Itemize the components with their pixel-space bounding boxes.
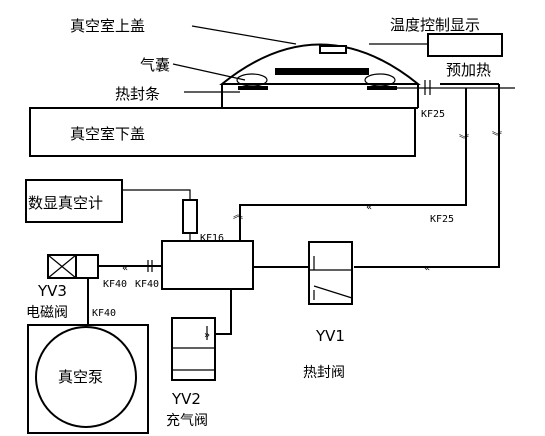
- airbag-left: [236, 73, 268, 90]
- yv3-solenoid-valve: [47, 254, 99, 279]
- label-yv3-tag: YV3: [37, 282, 67, 300]
- digital-vacuum-gauge: [25, 179, 123, 223]
- flow-arrow: ︽: [233, 210, 243, 221]
- pipe-kf25-mid: [239, 88, 467, 240]
- label-preheat: 预加热: [446, 61, 491, 79]
- leader-upper-lid: [191, 25, 297, 45]
- label-yv1-tag: YV1: [315, 327, 345, 345]
- label-lower-lid: 真空室下盖: [70, 125, 145, 143]
- temperature-control-display: [427, 33, 503, 57]
- gauge-sensor: [182, 199, 198, 234]
- label-vacuum-gauge: 数显真空计: [28, 194, 103, 212]
- flow-arrow: ︾: [492, 131, 502, 143]
- fitting-kf40-c: KF40: [92, 308, 116, 319]
- vacuum-pump-rotor: [35, 326, 137, 428]
- leader-airbag: [172, 63, 246, 81]
- lid-handle: [319, 45, 347, 54]
- manifold-block: [161, 240, 254, 290]
- fitting-kf40-b: KF40: [135, 279, 159, 290]
- yv1-heat-seal-valve: [308, 241, 353, 305]
- pipe-manifold-yv2: [215, 289, 232, 335]
- label-yv3-name: 电磁阀: [26, 305, 68, 321]
- label-yv2-name: 充气阀: [166, 413, 208, 429]
- flow-arrow: «: [122, 263, 128, 274]
- label-heat-seal-strip: 热封条: [115, 85, 160, 103]
- flow-arrow: «: [366, 202, 372, 213]
- pipe-right-to-yv1: [354, 84, 500, 268]
- label-airbag: 气囊: [140, 56, 170, 74]
- flow-arrow: «: [424, 263, 430, 274]
- label-yv1-name: 热封阀: [303, 365, 345, 381]
- label-yv2-tag: YV2: [171, 390, 201, 408]
- fitting-kf25-top: KF25: [421, 109, 445, 120]
- airbag-right: [364, 73, 397, 90]
- vacuum-chamber-lower-lid: [29, 107, 416, 157]
- fitting-kf40-a: KF40: [103, 279, 127, 290]
- label-upper-lid: 真空室上盖: [70, 17, 145, 35]
- flow-arrow: »: [204, 330, 210, 341]
- fitting-kf16: KF16: [200, 233, 224, 244]
- label-temp-control-display: 温度控制显示: [390, 16, 480, 34]
- label-vacuum-pump: 真空泵: [58, 368, 103, 386]
- heating-bar: [275, 68, 369, 75]
- fitting-kf25-mid: KF25: [430, 214, 454, 225]
- yv2-inflation-valve: [171, 317, 216, 381]
- flow-arrow: ︾: [459, 134, 469, 146]
- vacuum-chamber-upper-lid: [219, 43, 421, 85]
